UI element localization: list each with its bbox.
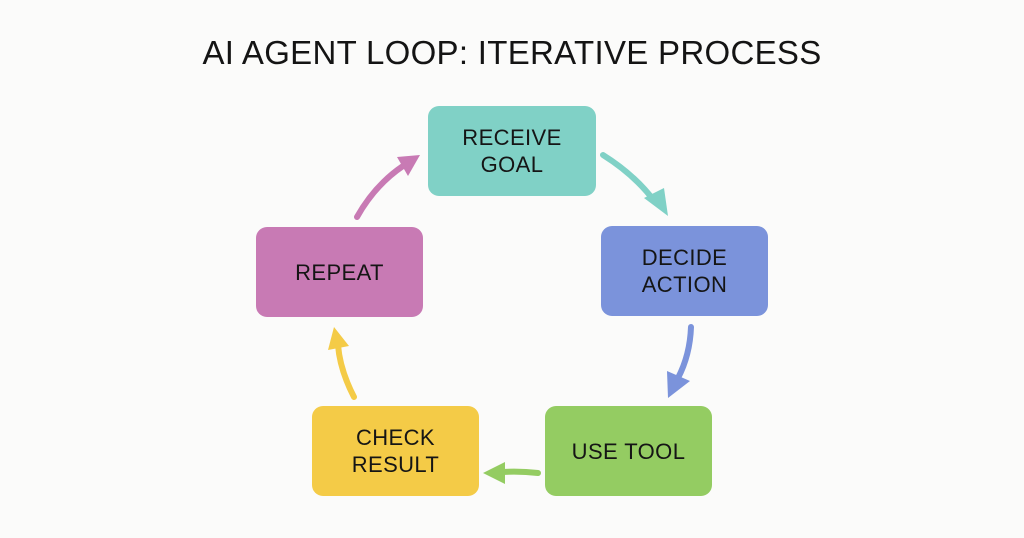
arrow-check-result-to-repeat xyxy=(328,327,357,400)
node-receive-goal: RECEIVE GOAL xyxy=(428,106,596,196)
arrow-repeat-to-receive-goal xyxy=(354,155,420,220)
diagram-title: AI AGENT LOOP: ITERATIVE PROCESS xyxy=(202,34,822,71)
node-decide-action: DECIDE ACTION xyxy=(601,226,768,316)
node-use-tool: USE TOOL xyxy=(545,406,712,496)
arrow-decide-action-to-use-tool xyxy=(667,324,694,398)
arrow-use-tool-to-check-result xyxy=(483,462,541,484)
arrow-receive-goal-to-decide-action xyxy=(600,152,668,216)
node-check-result: CHECK RESULT xyxy=(312,406,479,496)
node-repeat: REPEAT xyxy=(256,227,423,317)
